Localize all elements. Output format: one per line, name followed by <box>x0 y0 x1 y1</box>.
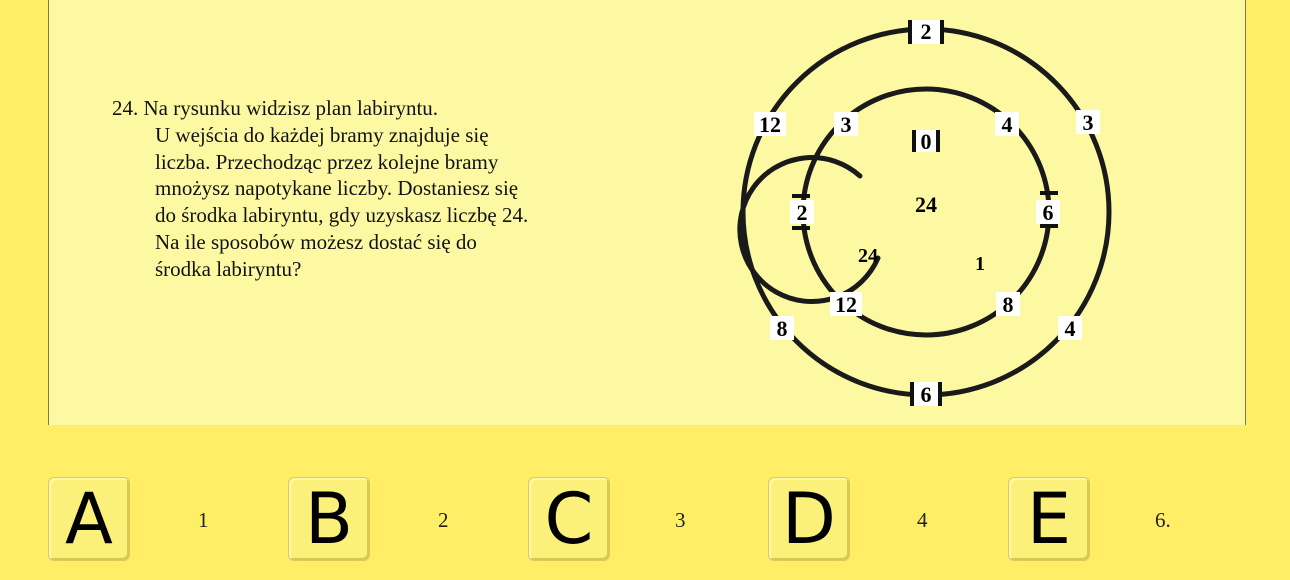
question-line: mnożysz napotykane liczby. Dostaniesz si… <box>155 176 519 201</box>
answer-a-button[interactable]: A <box>48 477 130 561</box>
gate-label: 0 <box>921 129 932 154</box>
answer-b-value: 2 <box>438 508 449 532</box>
outer-gates: 2 3 4 6 8 12 <box>754 19 1100 407</box>
inner-gates: 0 1 24 <box>858 129 985 275</box>
gate-label: 8 <box>1003 292 1014 317</box>
center-label: 24 <box>915 192 937 217</box>
question-line: środka labiryntu? <box>155 256 302 281</box>
answer-d-button[interactable]: D <box>768 477 850 561</box>
gate-label: 12 <box>835 292 857 317</box>
answer-b-button[interactable]: B <box>288 477 370 561</box>
answer-c-button[interactable]: C <box>528 477 610 561</box>
gate-label: 4 <box>1002 112 1013 137</box>
gate-label: 12 <box>759 112 781 137</box>
answer-e-value: 6. <box>1155 508 1171 532</box>
labyrinth-diagram: 2 3 4 6 8 12 4 6 8 12 2 3 0 1 24 <box>737 19 1112 407</box>
gate-label: 2 <box>797 200 808 225</box>
answer-d-value: 4 <box>917 508 928 532</box>
question-line: 24. Na rysunku widzisz plan labiryntu. <box>112 96 439 120</box>
gate-label: 3 <box>841 112 852 137</box>
question-text: 24. Na rysunku widzisz plan labiryntu. U… <box>112 95 682 283</box>
question-line: liczba. Przechodząc przez kolejne bramy <box>155 149 499 174</box>
question-line: Na ile sposobów możesz dostać się do <box>155 229 477 254</box>
gate-label: 2 <box>921 19 932 44</box>
answer-a-value: 1 <box>198 508 209 532</box>
answer-c-value: 3 <box>675 508 686 532</box>
question-line: do środka labiryntu, gdy uzyskasz liczbę… <box>155 203 529 228</box>
gate-label: 4 <box>1065 316 1076 341</box>
gate-label: 6 <box>1043 200 1054 225</box>
middle-gates: 4 6 8 12 2 3 <box>790 112 1060 317</box>
gate-ticks <box>792 20 1058 406</box>
gate-label: 24 <box>858 245 878 267</box>
question-line: U wejścia do każdej bramy znajduje się <box>155 122 489 147</box>
gate-label: 8 <box>777 316 788 341</box>
gate-label: 1 <box>975 253 985 275</box>
gate-label: 3 <box>1083 110 1094 135</box>
answer-e-button[interactable]: E <box>1008 477 1090 561</box>
gate-label: 6 <box>921 382 932 407</box>
